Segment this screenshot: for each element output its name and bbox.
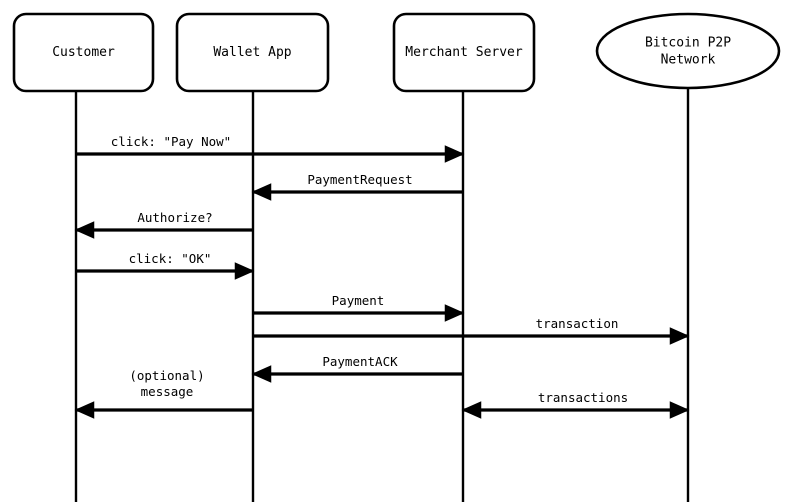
participant-label-merchant-server: Merchant Server: [405, 45, 523, 60]
message-label-msg-authorize: Authorize?: [137, 210, 212, 225]
message-msg-payment-request[interactable]: PaymentRequest: [251, 172, 463, 201]
message-label-msg-optional-message: (optional)message: [129, 368, 204, 399]
message-msg-payment-ack[interactable]: PaymentACK: [251, 354, 463, 383]
message-label-msg-payment-ack: PaymentACK: [322, 354, 398, 369]
message-label-msg-transactions: transactions: [538, 390, 628, 405]
message-msg-authorize[interactable]: Authorize?: [74, 210, 253, 239]
message-msg-payment[interactable]: Payment: [253, 293, 465, 322]
message-label-msg-click-ok: click: "OK": [129, 251, 212, 266]
participant-label-customer: Customer: [52, 45, 115, 60]
message-msg-optional-message[interactable]: (optional)message: [74, 368, 253, 419]
message-msg-transactions[interactable]: transactions: [461, 390, 690, 419]
message-label-msg-payment-request: PaymentRequest: [307, 172, 412, 187]
participant-customer[interactable]: Customer: [12, 12, 155, 93]
message-label-msg-transaction: transaction: [536, 316, 619, 331]
message-label-msg-payment: Payment: [332, 293, 385, 308]
participant-shape-wallet-app: [175, 12, 330, 93]
participant-label-wallet-app: Wallet App: [213, 45, 291, 60]
participant-merchant-server[interactable]: Merchant Server: [392, 12, 536, 93]
message-msg-transaction[interactable]: transaction: [253, 316, 690, 345]
message-label-msg-click-pay-now: click: "Pay Now": [111, 134, 231, 149]
message-msg-click-ok[interactable]: click: "OK": [76, 251, 255, 280]
participant-wallet-app[interactable]: Wallet App: [175, 12, 330, 93]
participant-shape-customer: [12, 12, 155, 93]
message-msg-click-pay-now[interactable]: click: "Pay Now": [76, 134, 465, 163]
participant-shape-merchant-server: [392, 12, 536, 93]
participant-shape-bitcoin-p2p-network: [595, 12, 781, 90]
messages-group: click: "Pay Now" PaymentRequestAuthorize?…: [74, 134, 690, 419]
participants-group: Customer Wallet App Merchant Server Bitcoin…: [12, 12, 781, 93]
